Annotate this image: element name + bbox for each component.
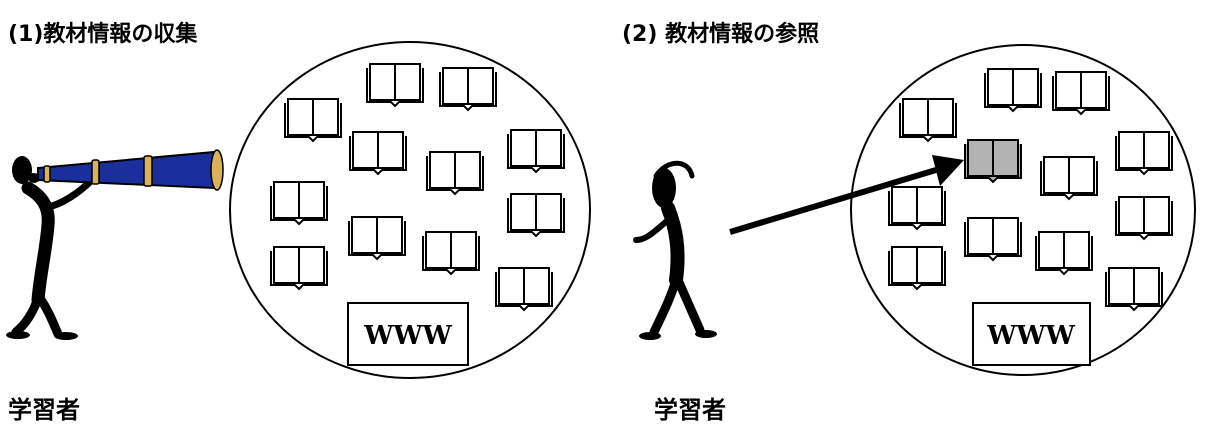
person-silhouette-icon <box>633 160 717 340</box>
www-box <box>347 302 469 366</box>
telescope-icon <box>37 149 224 191</box>
www-box <box>972 302 1091 366</box>
www-label: WWW <box>986 321 1075 351</box>
collect-scene: WWW <box>6 41 591 379</box>
highlighted-book-icon <box>964 139 1022 183</box>
panel-collect: (1)教材情報の収集 <box>0 0 606 426</box>
reference-scene: WWW <box>633 44 1196 376</box>
panel-reference: (2) 教材情報の参照 <box>606 0 1213 426</box>
panel-title: (1)教材情報の収集 <box>8 22 198 47</box>
panel-title: (2) 教材情報の参照 <box>622 22 820 47</box>
learner-label: 学習者 <box>8 396 80 424</box>
arrow-icon <box>729 155 964 235</box>
www-label: WWW <box>363 321 452 351</box>
learner-label: 学習者 <box>654 396 726 424</box>
person-silhouette-icon <box>6 156 98 340</box>
